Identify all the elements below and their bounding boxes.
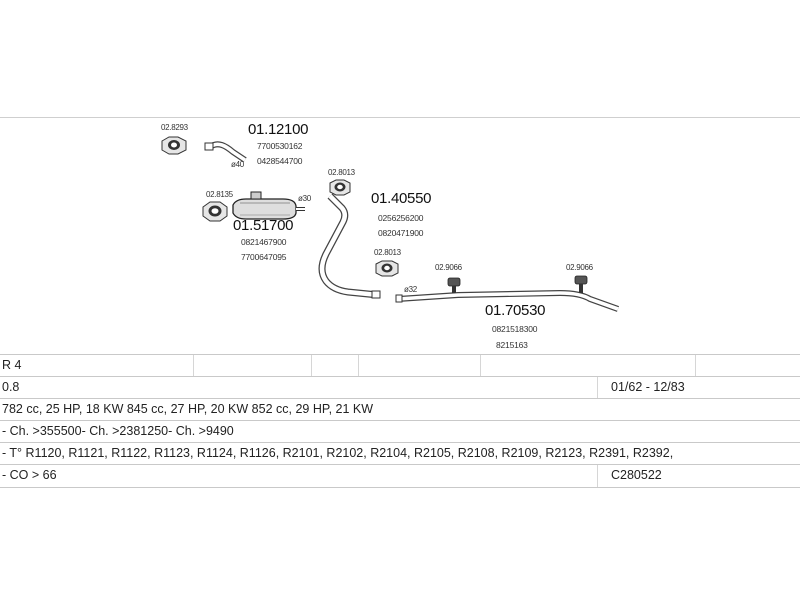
part-ref-label: 02.9066 [566,263,593,272]
table-row: - Ch. >355500- Ch. >2381250- Ch. >9490 [0,420,800,442]
part-number-label: 01.51700 [233,217,294,234]
table-row: R 4 [0,354,800,376]
diameter-label: ø32 [404,285,417,294]
co-cell: - CO > 66 [2,468,57,482]
part-ref-label: 02.9066 [435,263,462,272]
part-ref-label: 02.8013 [328,168,355,177]
rear-pipe-drawing [395,289,620,312]
front-pipe-drawing [204,141,247,163]
oem-ref-label: 0820471900 [378,228,424,238]
clamp-drawing [329,179,351,196]
table-row: - CO > 66 C280522 [0,464,800,488]
front-silencer-drawing [232,191,305,220]
middle-pipe-drawing [318,193,381,299]
oem-ref-label: 0821518300 [492,324,538,334]
part-ref-label: 02.8293 [161,123,188,132]
part-ref-label: 02.8135 [206,190,233,199]
oem-ref-label: 7700647095 [241,252,287,262]
part-number-label: 01.40550 [371,190,432,207]
types-cell: - T° R1120, R1121, R1122, R1123, R1124, … [2,446,674,460]
model-cell: R 4 [2,358,22,372]
hanger-drawing [447,277,461,293]
oem-ref-label: 7700530162 [257,141,303,151]
part-ref-label: 02.8013 [374,248,401,257]
clamp-drawing [202,201,228,222]
clamp-drawing [161,136,187,155]
table-row: 0.8 01/62 - 12/83 [0,376,800,398]
specs-cell: 782 cc, 25 HP, 18 KW 845 cc, 27 HP, 20 K… [2,402,374,416]
engine-cell: 0.8 [2,380,20,394]
chassis-cell: - Ch. >355500- Ch. >2381250- Ch. >9490 [2,424,234,438]
exhaust-diagram: 02.8293 01.12100 7700530162 0428544700 ø… [0,118,800,354]
oem-ref-label: 0256256200 [378,213,424,223]
hanger-drawing [574,275,588,293]
oem-ref-label: 8215163 [496,340,528,350]
part-number-label: 01.12100 [248,121,309,138]
top-border [0,117,800,118]
oem-ref-label: 0821467900 [241,237,287,247]
vehicle-info-table: R 4 0.8 01/62 - 12/83 782 cc, 25 HP, 18 … [0,354,800,488]
table-row: - T° R1120, R1121, R1122, R1123, R1124, … [0,442,800,464]
exhaust-drawing [161,136,620,312]
table-row: 782 cc, 25 HP, 18 KW 845 cc, 27 HP, 20 K… [0,398,800,420]
clamp-drawing [375,260,399,277]
code-cell: C280522 [611,468,662,482]
years-cell: 01/62 - 12/83 [611,380,685,394]
part-number-label: 01.70530 [485,302,546,319]
diameter-label: ø30 [298,194,311,203]
diameter-label: ø40 [231,160,244,169]
oem-ref-label: 0428544700 [257,156,303,166]
